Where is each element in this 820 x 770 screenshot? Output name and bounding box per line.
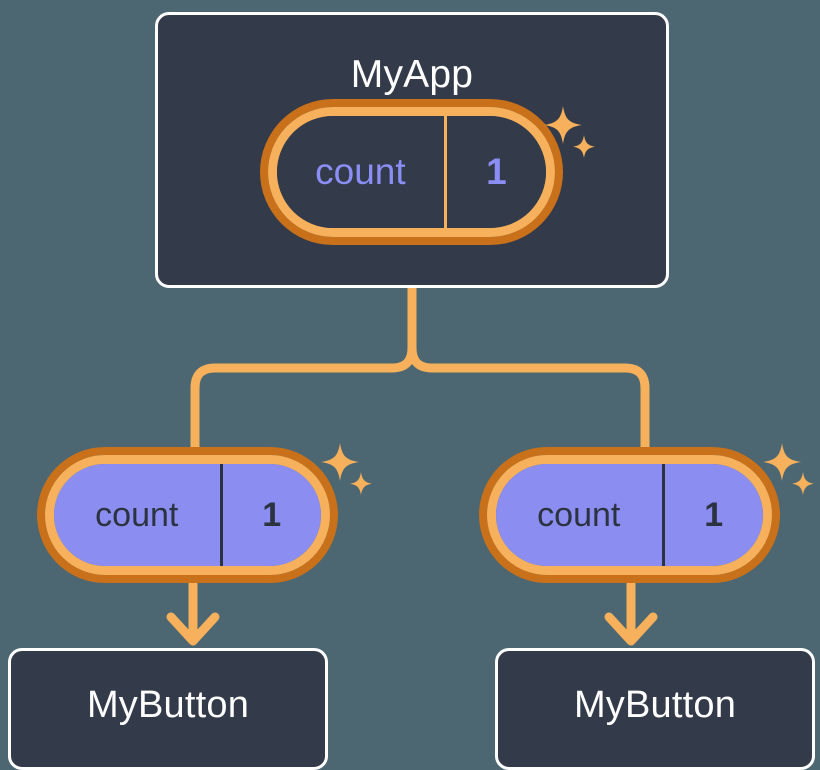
sparkle-icon bbox=[350, 472, 372, 495]
signal-value: 1 bbox=[661, 464, 763, 566]
down-arrow-head-right bbox=[604, 612, 658, 646]
component-card-mybutton-right[interactable]: MyButton bbox=[495, 648, 815, 770]
component-card-mybutton-left[interactable]: MyButton bbox=[8, 648, 328, 770]
signal-pill-child-right[interactable]: count 1 bbox=[487, 455, 772, 575]
sparkle-icon bbox=[321, 443, 359, 481]
component-card-label: MyButton bbox=[86, 684, 250, 726]
signal-pill-inner: count 1 bbox=[54, 464, 321, 566]
page-title: MyApp bbox=[350, 53, 474, 96]
signal-pill-inner: count 1 bbox=[277, 116, 546, 228]
sparkle-icon bbox=[763, 443, 801, 481]
signal-value: 1 bbox=[443, 116, 546, 228]
signal-pill-child-left[interactable]: count 1 bbox=[45, 455, 330, 575]
down-arrow-head-left bbox=[166, 612, 220, 646]
signal-pill-root[interactable]: count 1 bbox=[268, 107, 555, 237]
sparkle-group-child-right bbox=[763, 443, 814, 495]
signal-pill-inner: count 1 bbox=[496, 464, 763, 566]
signal-name: count bbox=[315, 151, 406, 192]
signal-value: 1 bbox=[219, 464, 321, 566]
sparkle-icon bbox=[792, 472, 814, 495]
sparkle-group-child-left bbox=[321, 443, 372, 495]
signal-name: count bbox=[95, 495, 179, 534]
component-card-label: MyButton bbox=[573, 684, 737, 726]
signal-name: count bbox=[537, 495, 621, 534]
branching-connector bbox=[190, 283, 650, 457]
